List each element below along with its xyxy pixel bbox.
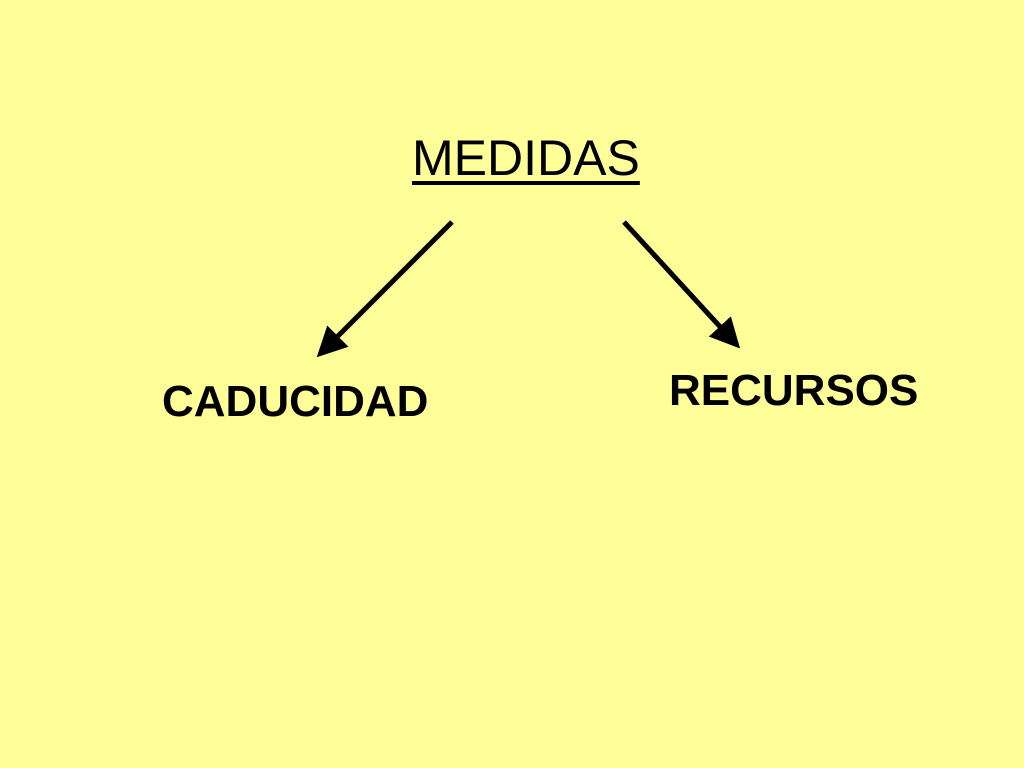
arrow-to-caducidad [316,220,454,358]
branch-label-recursos: RECURSOS [669,366,919,415]
diagram-title: MEDIDAS [412,130,640,186]
branch-label-caducidad: CADUCIDAD [162,377,429,426]
arrow-to-recursos [622,220,741,349]
